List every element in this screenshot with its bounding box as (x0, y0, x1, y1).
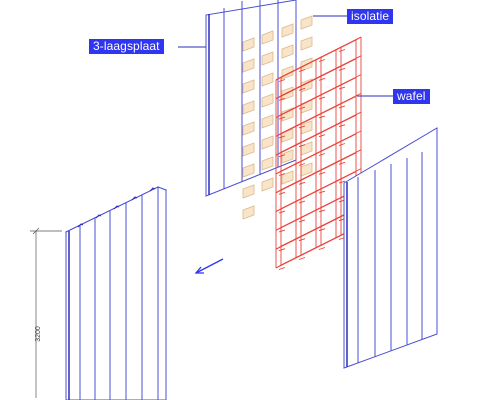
waffle-cell-detail (298, 200, 306, 204)
waffle-cell-detail (278, 173, 286, 176)
waffle-rib-edge (275, 189, 282, 194)
waffle-cell-detail (298, 69, 306, 72)
waffle-cell-detail (278, 191, 286, 195)
waffle-cell-detail (338, 180, 346, 184)
leader-lines (178, 15, 393, 97)
insulation-block (242, 100, 255, 115)
waffle-rib-edge (275, 151, 282, 156)
waffle-cell-detail (338, 143, 346, 146)
waffle-rib-edge (275, 264, 282, 269)
waffle-cell-detail (318, 171, 326, 175)
waffle-rib-edge (275, 227, 282, 231)
waffle-cell-detail (298, 106, 306, 110)
insulation-block (242, 163, 255, 178)
waffle-rib-edge (275, 76, 282, 81)
waffle-lattice (275, 36, 362, 270)
waffle-cell-detail (318, 77, 326, 81)
insulation-block (281, 44, 294, 59)
waffle-horizontal-rib-back (280, 130, 362, 172)
insulation-block (300, 141, 313, 156)
insulation-block (261, 72, 274, 87)
insulation-block (261, 30, 274, 45)
waffle-rib-edge (275, 133, 282, 137)
height-dimension-text: 3200 (35, 326, 42, 342)
waffle-cell-detail (278, 248, 286, 252)
height-dimension (30, 227, 62, 398)
insulation-block (242, 79, 255, 94)
waffle-horizontal-rib-back (280, 149, 362, 191)
insulation-block (242, 37, 255, 52)
waffle-cell-detail (278, 97, 286, 101)
waffle-cell-detail (338, 105, 346, 109)
label-waffle: wafel (393, 89, 430, 104)
label-three-layer-board: 3-laagsplaat (89, 39, 164, 54)
assembled-wall-panel (64, 186, 168, 400)
waffle-cell-detail (338, 49, 346, 52)
waffle-cell-detail (338, 124, 346, 128)
waffle-cell-detail (298, 163, 306, 166)
insulation-block (261, 177, 274, 192)
insulation-block (242, 205, 255, 220)
waffle-cell-detail (298, 219, 306, 223)
waffle-horizontal-rib-back (280, 74, 362, 116)
waffle-cell-detail (298, 144, 306, 148)
waffle-cell-detail (278, 229, 286, 233)
waffle-cell-detail (338, 67, 346, 71)
insulation-block (261, 114, 274, 129)
insulation-block (242, 58, 255, 73)
waffle-cell-detail (338, 86, 346, 90)
waffle-cell-detail (298, 181, 306, 185)
waffle-horizontal-rib-back (280, 111, 362, 153)
waffle-rib-edge (275, 208, 282, 212)
waffle-cell-detail (318, 59, 326, 62)
waffle-cell-detail (318, 96, 326, 100)
insulation-block (261, 156, 274, 171)
waffle-rib-edge (275, 170, 282, 175)
insulation-block (300, 162, 313, 177)
insulation-block (300, 36, 313, 51)
insulation-block (261, 135, 274, 150)
insulation-block (261, 93, 274, 108)
waffle-cell-detail (318, 190, 326, 194)
waffle-cell-detail (318, 209, 326, 213)
waffle-horizontal-rib-back (280, 92, 362, 134)
waffle-rib-edge (275, 95, 282, 100)
waffle-cell-detail (298, 257, 306, 260)
waffle-horizontal-rib-back (280, 55, 362, 97)
insulation-block (281, 23, 294, 38)
insulation-block (242, 142, 255, 157)
waffle-cell-detail (338, 161, 346, 165)
insulation-block (300, 15, 313, 30)
waffle-rib-edge (275, 245, 282, 250)
waffle-rib-edge (275, 114, 282, 118)
waffle-cell-detail (278, 135, 286, 139)
waffle-cell-detail (278, 116, 286, 120)
waffle-cell-detail (318, 115, 326, 119)
waffle-cell-detail (278, 267, 286, 270)
front-right-board (343, 127, 438, 369)
insulation-block (281, 149, 294, 164)
waffle-cell-detail (318, 134, 326, 138)
waffle-cell-detail (318, 247, 326, 250)
insulation-block (261, 51, 274, 66)
waffle-horizontal-rib-back (280, 168, 362, 210)
waffle-cell-detail (278, 79, 286, 82)
assembly-arrow (194, 258, 224, 274)
waffle-cell-detail (318, 228, 326, 232)
waffle-cell-detail (278, 154, 286, 158)
waffle-cell-detail (298, 87, 306, 91)
insulation-block (242, 121, 255, 136)
insulation-block (281, 170, 294, 185)
insulation-block (242, 184, 255, 199)
waffle-cell-detail (298, 238, 306, 242)
waffle-cell-detail (298, 125, 306, 129)
waffle-horizontal-rib-back (280, 36, 362, 78)
waffle-cell-detail (318, 153, 326, 156)
waffle-cell-detail (278, 210, 286, 214)
label-insulation: isolatie (347, 9, 394, 24)
